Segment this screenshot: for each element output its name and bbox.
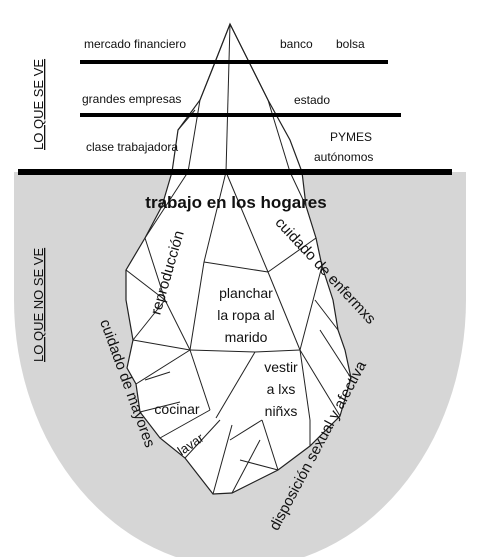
- label-lo-que-se-ve: LO QUE SE VE: [31, 59, 46, 150]
- label-vestir-1: vestir: [264, 359, 298, 375]
- iceberg-outline: [125, 22, 352, 495]
- label-pymes: PYMES: [330, 130, 372, 144]
- label-banco: banco: [280, 37, 313, 51]
- label-mercado-financiero: mercado financiero: [84, 37, 186, 51]
- label-planchar-2: la ropa al: [217, 307, 275, 323]
- label-bolsa: bolsa: [336, 37, 365, 51]
- label-planchar-3: marido: [225, 329, 268, 345]
- label-estado: estado: [294, 93, 330, 107]
- iceberg-facets: [125, 23, 352, 495]
- label-grandes-empresas: grandes empresas: [82, 92, 181, 106]
- label-planchar-1: planchar: [219, 285, 273, 301]
- label-lo-que-no-se-ve: LO QUE NO SE VE: [31, 248, 46, 362]
- label-cocinar: cocinar: [154, 401, 199, 417]
- label-vestir-3: niñxs: [265, 403, 298, 419]
- label-clase-trabajadora: clase trabajadora: [86, 140, 178, 154]
- label-vestir-2: a lxs: [267, 381, 296, 397]
- label-autonomos: autónomos: [314, 150, 373, 164]
- label-trabajo-en-los-hogares: trabajo en los hogares: [145, 193, 326, 212]
